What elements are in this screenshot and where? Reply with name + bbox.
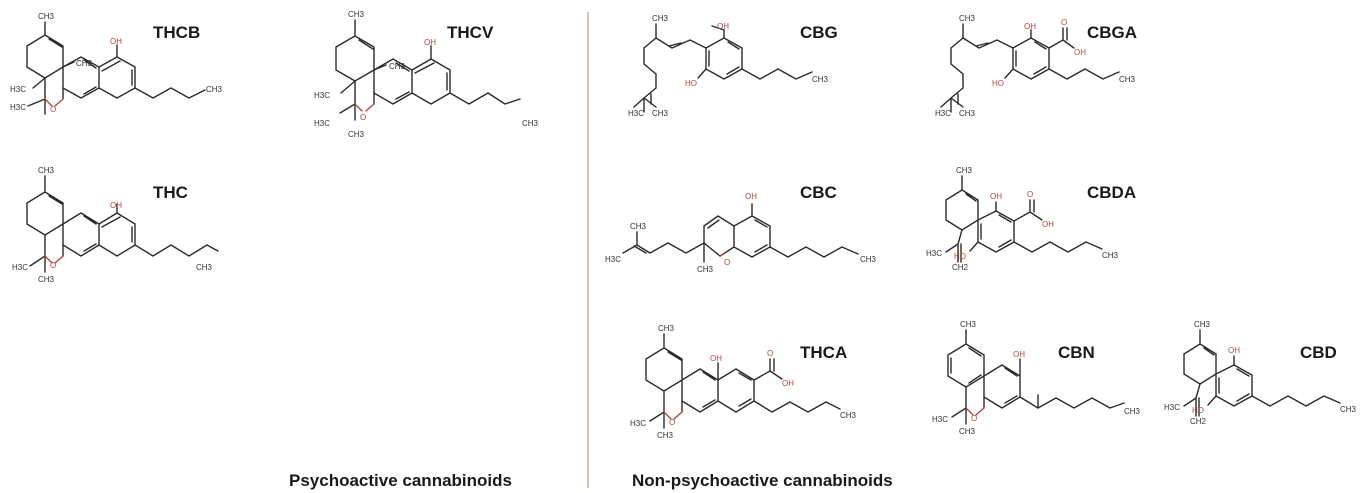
- cbg-oh-low: HO: [685, 79, 697, 88]
- cbga-ch3-b: CH3: [959, 109, 976, 118]
- cbda-ch3-tail: CH3: [1102, 251, 1119, 260]
- thcv-ch3-tail: CH3: [522, 119, 539, 128]
- cbga-h3c-a: H3C: [935, 109, 951, 118]
- thcb-ch3-tail: CH3: [206, 85, 223, 94]
- thca-acid-o: O: [767, 349, 773, 358]
- cbga-acid-o: O: [1061, 18, 1067, 27]
- cbc-label: CBC: [800, 183, 837, 202]
- thca-structure: CH3 H3C CH3 CH3 OH O O OH: [630, 324, 857, 440]
- cbc-ch3-a: CH3: [630, 222, 647, 231]
- cbda-structure: CH3 H3C CH2 CH3 OH HO O OH: [926, 166, 1119, 272]
- thca-ch3-tail: CH3: [840, 411, 857, 420]
- cbda-oh-low: HO: [954, 252, 966, 261]
- non-psychoactive-section-label: Non-psychoactive cannabinoids: [632, 471, 893, 490]
- cbn-ch3-b: CH3: [959, 427, 976, 436]
- cbda-ch3-a: CH3: [956, 166, 973, 175]
- thcv-h3c-a: H3C: [314, 91, 330, 100]
- cbg-ch3-b: CH3: [652, 109, 669, 118]
- cbc-ch3-b: CH3: [697, 265, 714, 274]
- cbd-ch3-tail: CH3: [1340, 405, 1357, 414]
- thcb-label: THCB: [153, 23, 200, 42]
- thc-h3c-a: H3C: [12, 263, 28, 272]
- cbga-oh-top: OH: [1024, 22, 1036, 31]
- cbd-ch2: CH2: [1190, 417, 1207, 426]
- cbda-h3c-a: H3C: [926, 249, 942, 258]
- cbc-ch3-tail: CH3: [860, 255, 877, 264]
- cbg-ch3-a: CH3: [652, 14, 669, 23]
- thca-ring-o: O: [669, 418, 675, 427]
- thcb-oh: OH: [110, 37, 122, 46]
- cbd-oh-top: OH: [1228, 346, 1240, 355]
- cbn-ch3-tail: CH3: [1124, 407, 1141, 416]
- thcb-ring-o: O: [50, 105, 56, 114]
- cbn-ring-o: O: [971, 414, 977, 423]
- thc-label: THC: [153, 183, 188, 202]
- thcv-ch3-b: CH3: [389, 62, 406, 71]
- thc-ring-o: O: [50, 261, 56, 270]
- cbda-acid-o: O: [1027, 190, 1033, 199]
- cbga-acid-oh: OH: [1074, 48, 1086, 57]
- cbga-ch3-a: CH3: [959, 14, 976, 23]
- cbga-label: CBGA: [1087, 23, 1137, 42]
- cbda-ch2: CH2: [952, 263, 969, 272]
- cbda-oh-top: OH: [990, 192, 1002, 201]
- thcv-h3c-b: H3C: [314, 119, 330, 128]
- cbd-ch3-a: CH3: [1194, 320, 1211, 329]
- cbd-oh-low: HO: [1192, 406, 1204, 415]
- thc-structure: CH3 H3C CH3 CH3 OH O: [12, 166, 219, 284]
- thcv-label: THCV: [447, 23, 494, 42]
- thcb-h3c-b: H3C: [10, 103, 26, 112]
- thcb-ch3-a: CH3: [38, 12, 55, 21]
- cbg-oh-top: OH: [717, 22, 729, 31]
- cbga-structure: CH3 H3C CH3 CH3 OH HO O OH: [935, 14, 1136, 118]
- thcv-structure: CH3 CH3 H3C H3C CH3 CH3 OH O: [314, 10, 539, 139]
- thcv-ch3-c: CH3: [348, 130, 365, 139]
- thca-label: THCA: [800, 343, 847, 362]
- cbn-label: CBN: [1058, 343, 1095, 362]
- thc-ch3-tail: CH3: [196, 263, 213, 272]
- cbn-oh: OH: [1013, 350, 1025, 359]
- thcb-ch3-b: CH3: [76, 59, 93, 68]
- cbg-ch3-tail: CH3: [812, 75, 829, 84]
- cbga-ch3-tail: CH3: [1119, 75, 1136, 84]
- cbg-label: CBG: [800, 23, 838, 42]
- thcv-ch3-a: CH3: [348, 10, 365, 19]
- cbn-structure: CH3 H3C CH3 CH3 OH O: [932, 320, 1141, 436]
- psychoactive-section-label: Psychoactive cannabinoids: [289, 471, 512, 490]
- thc-ch3-a: CH3: [38, 166, 55, 175]
- thcv-ring-o: O: [360, 113, 366, 122]
- cbc-ring-o: O: [724, 258, 730, 267]
- thca-h3c-a: H3C: [630, 419, 646, 428]
- thc-oh: OH: [110, 201, 122, 210]
- cbc-h3c-a: H3C: [605, 255, 621, 264]
- thcb-structure: CH3 CH3 H3C H3C CH3 OH O: [10, 12, 223, 115]
- cbd-h3c-a: H3C: [1164, 403, 1180, 412]
- thcv-oh: OH: [424, 38, 436, 47]
- cbc-structure: CH3 H3C CH3 CH3 OH O: [605, 192, 877, 274]
- thca-ch3-a: CH3: [658, 324, 675, 333]
- thca-ch3-b: CH3: [657, 431, 674, 440]
- thcb-h3c-a: H3C: [10, 85, 26, 94]
- cbda-acid-oh: OH: [1042, 220, 1054, 229]
- cbn-ch3-a: CH3: [960, 320, 977, 329]
- thc-ch3-b: CH3: [38, 275, 55, 284]
- thca-oh: OH: [710, 354, 722, 363]
- cbc-oh: OH: [745, 192, 757, 201]
- cbd-structure: CH3 H3C CH2 CH3 OH HO: [1164, 320, 1357, 426]
- cbg-h3c-a: H3C: [628, 109, 644, 118]
- cbg-structure: CH3 H3C CH3 CH3 OH HO: [628, 14, 829, 118]
- cbn-h3c-a: H3C: [932, 415, 948, 424]
- cbda-label: CBDA: [1087, 183, 1136, 202]
- thca-acid-oh: OH: [782, 379, 794, 388]
- cbga-oh-low: HO: [992, 79, 1004, 88]
- cbd-label: CBD: [1300, 343, 1337, 362]
